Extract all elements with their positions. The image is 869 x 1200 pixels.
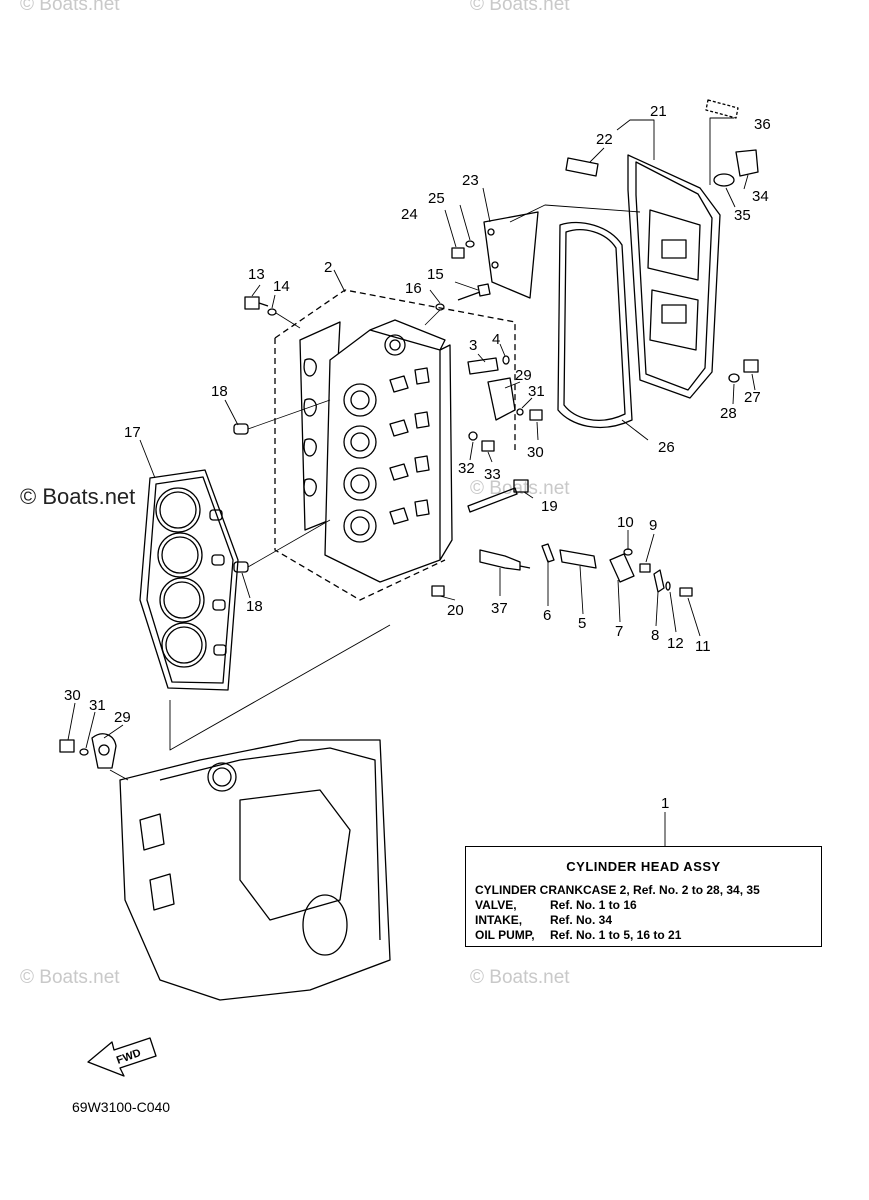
callout-19: 19	[541, 498, 558, 515]
callout-11: 11	[695, 638, 711, 655]
spark-plug	[431, 549, 531, 597]
assembly-dashed-frame	[274, 289, 516, 601]
bolt-30	[59, 733, 117, 769]
callout-24: 24	[401, 206, 418, 223]
bolt-13	[244, 296, 301, 329]
watermark: © Boats.net	[470, 0, 570, 15]
callout-31-lower: 31	[89, 697, 106, 714]
callout-30-lower: 30	[64, 687, 81, 704]
legend-row: VALVE, Ref. No. 1 to 16	[475, 898, 637, 912]
legend-key: VALVE,	[475, 898, 517, 912]
callout-30-upper: 30	[527, 444, 544, 461]
watermark: © Boats.net	[470, 967, 570, 988]
callout-28: 28	[720, 405, 737, 422]
callout-34: 34	[752, 188, 769, 205]
leader-lines	[67, 117, 756, 846]
callout-27: 27	[744, 389, 761, 406]
legend-box: CYLINDER HEAD ASSY CYLINDER CRANKCASE 2,…	[465, 846, 822, 947]
callout-14: 14	[273, 278, 290, 295]
oil-pump-shaft	[467, 355, 543, 452]
rocker-cover	[627, 154, 721, 399]
watermark-dark: © Boats.net	[20, 484, 136, 509]
legend-row: OIL PUMP, Ref. No. 1 to 5, 16 to 21	[475, 928, 681, 942]
callout-18-upper: 18	[211, 383, 228, 400]
callout-32: 32	[458, 460, 475, 477]
callout-6: 6	[543, 607, 551, 624]
callout-8: 8	[651, 627, 659, 644]
callout-13: 13	[248, 266, 265, 283]
callout-12: 12	[667, 635, 684, 652]
callout-3: 3	[469, 337, 477, 354]
callout-1: 1	[661, 795, 669, 812]
callout-26: 26	[658, 439, 675, 456]
callout-21: 21	[650, 103, 667, 120]
thermostat-parts	[541, 543, 693, 597]
crankcase-block	[119, 739, 391, 1001]
callout-4: 4	[492, 331, 500, 348]
callout-10: 10	[617, 514, 634, 531]
callout-25: 25	[428, 190, 445, 207]
legend-row: INTAKE, Ref. No. 34	[475, 913, 612, 927]
callout-9: 9	[649, 517, 657, 534]
callout-5: 5	[578, 615, 586, 632]
watermark: © Boats.net	[470, 478, 570, 499]
dowel-pin	[233, 399, 331, 573]
legend-key: OIL PUMP,	[475, 928, 535, 942]
cylinder-head	[299, 319, 453, 583]
callout-labels: 1 2 3 4 5 6 7 8 9 10 11 12 13 14 15 16 1…	[64, 103, 771, 812]
callout-36: 36	[754, 116, 771, 133]
legend-value: Ref. No. 34	[550, 913, 613, 927]
callout-18-lower: 18	[246, 598, 263, 615]
legend-value: Ref. No. 2 to 28, 34, 35	[633, 883, 760, 897]
callout-15: 15	[427, 266, 444, 283]
callout-22: 22	[596, 131, 613, 148]
watermark: © Boats.net	[20, 967, 120, 988]
oil-filler-cap	[565, 99, 759, 383]
callout-16: 16	[405, 280, 422, 297]
callout-31-upper: 31	[528, 383, 545, 400]
callout-2: 2	[324, 259, 332, 276]
callout-29-upper: 29	[515, 367, 532, 384]
callout-33: 33	[484, 466, 501, 483]
legend-title: CYLINDER HEAD ASSY	[566, 859, 721, 874]
callout-17: 17	[124, 424, 141, 441]
callout-20: 20	[447, 602, 464, 619]
rocker-cover-gasket	[557, 221, 633, 428]
callout-37: 37	[491, 600, 508, 617]
cover-plate	[424, 211, 539, 326]
legend-row: CYLINDER CRANKCASE 2, Ref. No. 2 to 28, …	[475, 883, 760, 897]
legend-value: Ref. No. 1 to 16	[550, 898, 637, 912]
callout-23: 23	[462, 172, 479, 189]
callout-29-lower: 29	[114, 709, 131, 726]
legend-key: INTAKE,	[475, 913, 523, 927]
head-gasket	[139, 469, 239, 691]
fwd-arrow-icon: FWD	[87, 1037, 157, 1077]
legend-value: Ref. No. 1 to 5, 16 to 21	[550, 928, 682, 942]
callout-7: 7	[615, 623, 623, 640]
diagram-part-code: 69W3100-C040	[72, 1099, 171, 1115]
callout-35: 35	[734, 207, 751, 224]
watermark: © Boats.net	[20, 0, 120, 15]
bolt-19	[467, 479, 529, 513]
legend-key: CYLINDER CRANKCASE 2,	[475, 883, 630, 897]
